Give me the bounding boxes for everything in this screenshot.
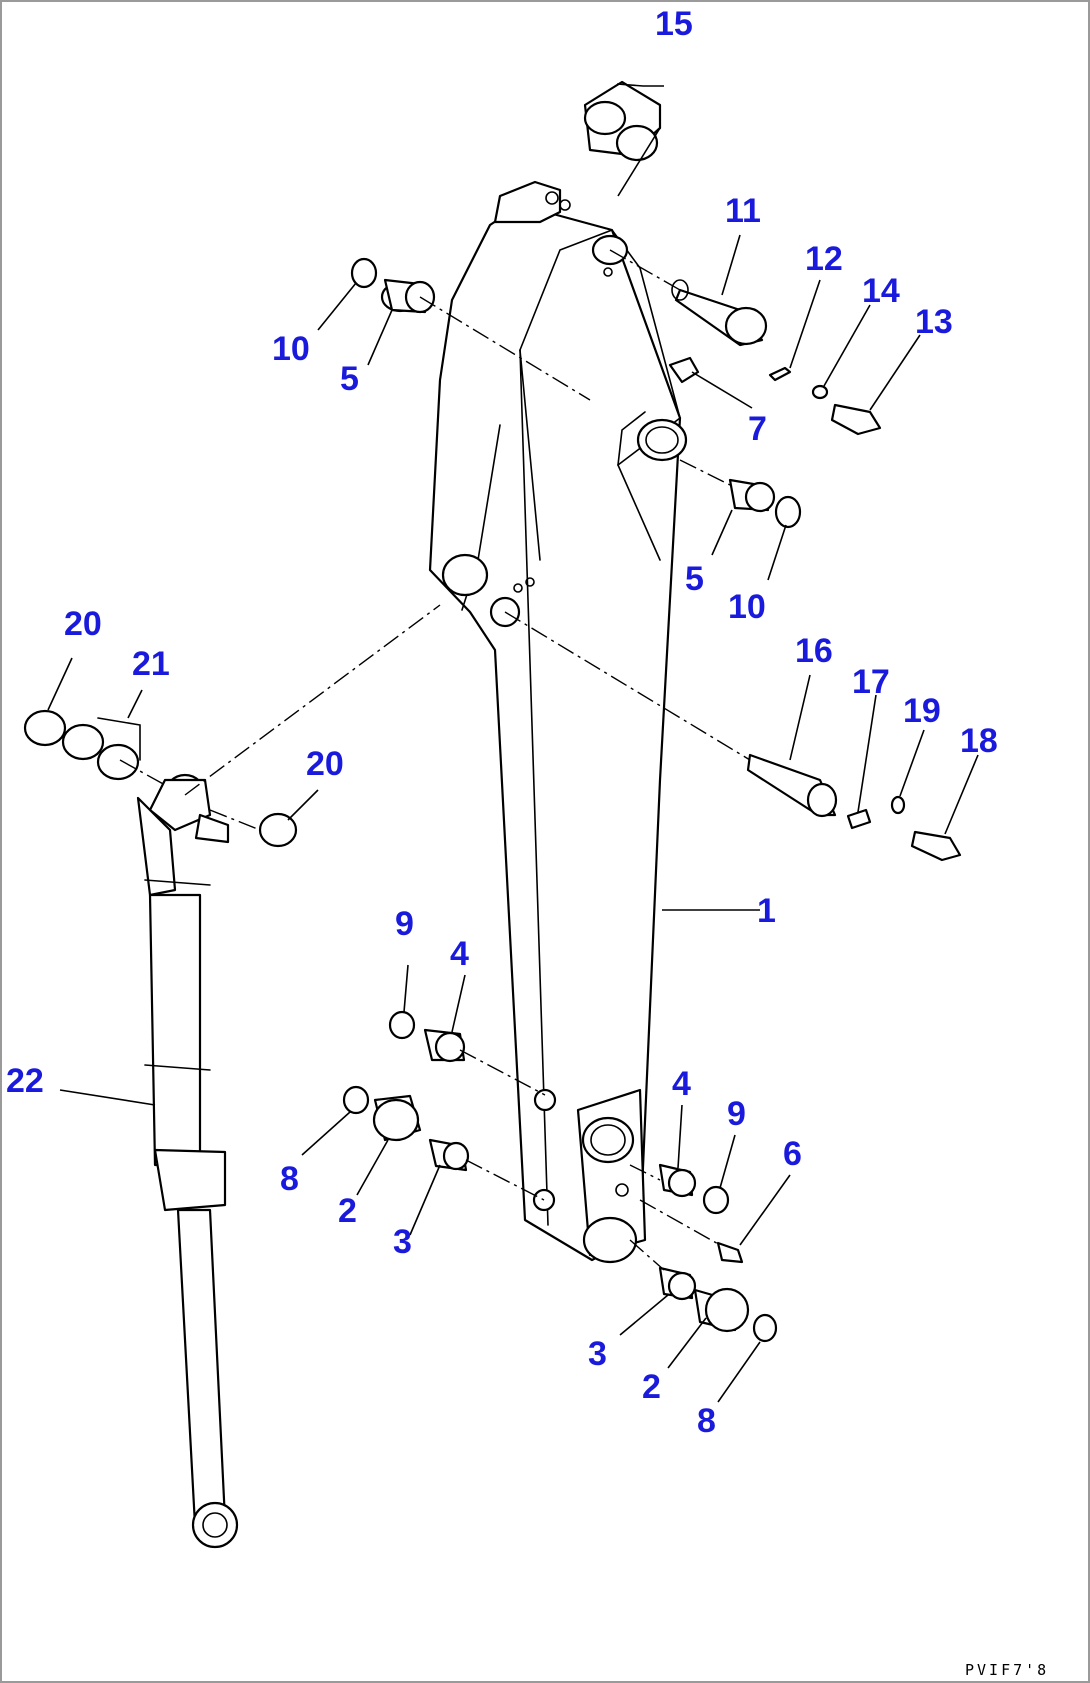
- bushing-5-upper: [380, 278, 436, 314]
- bushing-3-right: [658, 1266, 697, 1301]
- bushing-5-lower: [728, 478, 776, 513]
- pin-16: [746, 753, 838, 818]
- callout-20-left: 20: [64, 605, 102, 643]
- callout-13: 13: [915, 303, 953, 341]
- callout-5-lower: 5: [685, 560, 704, 598]
- callout-18: 18: [960, 722, 998, 760]
- drawing-code: PVIF7'8: [965, 1661, 1049, 1679]
- callout-20-right: 20: [306, 745, 344, 783]
- ring-10-upper: [350, 257, 378, 289]
- grease-fitting-6: [716, 1241, 744, 1264]
- alignment-lines: [119, 249, 751, 1271]
- callout-5-upper: 5: [340, 360, 359, 398]
- ring-10-lower: [774, 495, 802, 529]
- callout-3-right: 3: [588, 1335, 607, 1373]
- callout-14: 14: [862, 272, 900, 310]
- pin-11: [671, 279, 768, 347]
- ring-9-left: [388, 1010, 416, 1040]
- bushing-2-right: [693, 1287, 750, 1333]
- callout-2-right: 2: [642, 1368, 661, 1406]
- leader-lines: [47, 83, 979, 1403]
- ring-8-right: [752, 1313, 778, 1343]
- arm-body: [428, 180, 688, 1264]
- callout-3-left: 3: [393, 1223, 412, 1261]
- shim-20-right: [258, 812, 298, 848]
- shim-plates-15: [583, 80, 662, 162]
- callout-4-left: 4: [450, 935, 469, 973]
- callout-10-upper: 10: [272, 330, 310, 368]
- washer-19: [890, 795, 906, 815]
- callout-7: 7: [748, 410, 767, 448]
- callout-10-lower: 10: [728, 588, 766, 626]
- bolt-18: [910, 830, 962, 862]
- callout-22: 22: [6, 1062, 44, 1100]
- callout-1: 1: [757, 892, 776, 930]
- ring-8-left: [342, 1085, 370, 1115]
- bolt-17: [846, 808, 872, 830]
- callout-15: 15: [655, 5, 693, 43]
- callout-6: 6: [783, 1135, 802, 1173]
- cylinder-22: [136, 773, 239, 1549]
- bolt-12: [768, 366, 792, 382]
- callout-2-left: 2: [338, 1192, 357, 1230]
- callout-16: 16: [795, 632, 833, 670]
- callout-9-right: 9: [727, 1095, 746, 1133]
- callout-12: 12: [805, 240, 843, 278]
- callout-labels: 15 11 12 14 13 10 5 7 5 10 20 21 16 17 1…: [6, 5, 998, 1440]
- callout-21: 21: [132, 645, 170, 683]
- bushing-3-left: [428, 1138, 470, 1172]
- callout-8-right: 8: [697, 1402, 716, 1440]
- bolt-13: [830, 403, 882, 436]
- callout-11: 11: [725, 192, 761, 230]
- bushing-4-right: [658, 1163, 697, 1198]
- callout-8-left: 8: [280, 1160, 299, 1198]
- shims-21: [23, 709, 141, 781]
- bushing-4-left: [423, 1028, 466, 1063]
- callout-17: 17: [852, 663, 890, 701]
- bushing-2-left: [372, 1094, 422, 1142]
- ring-9-right: [702, 1185, 730, 1215]
- washer-14: [811, 384, 829, 400]
- grease-fitting-7: [668, 356, 700, 384]
- callout-9-left: 9: [395, 905, 414, 943]
- callout-4-right: 4: [672, 1065, 691, 1103]
- callout-19: 19: [903, 692, 941, 730]
